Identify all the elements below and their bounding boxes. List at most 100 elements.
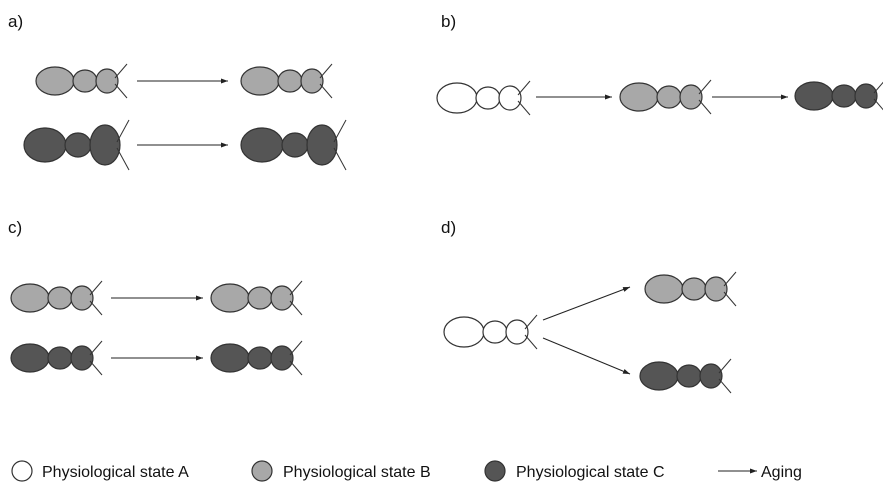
worm-segment xyxy=(505,319,529,345)
worm-antenna xyxy=(873,98,883,111)
worm-a-bot-right xyxy=(240,119,347,171)
worm-c-bot-left xyxy=(10,340,103,376)
worm-antenna xyxy=(517,100,531,116)
worm-segment xyxy=(270,285,294,311)
worm-antenna xyxy=(698,99,712,115)
worm-d-down xyxy=(639,358,732,394)
worm-c-top-right xyxy=(210,280,303,316)
worm-antenna xyxy=(289,280,303,296)
worm-antenna xyxy=(524,314,538,330)
worm-segment xyxy=(498,85,522,111)
worm-segment xyxy=(482,320,508,344)
worm-antenna xyxy=(116,147,130,171)
worm-b-first xyxy=(436,80,531,116)
worm-segment xyxy=(47,286,73,310)
legend-label-state-b: Physiological state B xyxy=(283,464,431,481)
arrow-group xyxy=(111,78,788,375)
worm-segment xyxy=(70,345,94,371)
panel-label-d: d) xyxy=(441,218,456,237)
worm-antenna xyxy=(319,83,333,99)
worm-segment xyxy=(47,346,73,370)
worm-d-up xyxy=(644,271,737,307)
worm-a-bot-left xyxy=(23,119,130,171)
worm-antenna xyxy=(89,340,103,356)
worm-c-bot-right xyxy=(210,340,303,376)
worm-segment xyxy=(679,84,703,110)
worm-body-segment xyxy=(210,283,250,313)
worm-antenna xyxy=(723,271,737,287)
worm-segment xyxy=(306,124,338,166)
worm-antenna xyxy=(289,340,303,356)
worm-antenna xyxy=(873,81,883,94)
worm-b-second xyxy=(619,79,712,115)
worm-segment xyxy=(89,124,121,166)
worm-antenna xyxy=(116,119,130,143)
worm-antenna xyxy=(524,334,538,350)
worm-segment xyxy=(681,277,707,301)
worm-segment xyxy=(72,69,98,93)
worm-body-segment xyxy=(35,66,75,96)
worm-segment xyxy=(270,345,294,371)
worm-antenna xyxy=(698,79,712,95)
worm-body-segment xyxy=(639,361,679,391)
legend-swatch-state-c xyxy=(484,460,506,482)
worm-body-segment xyxy=(619,82,659,112)
worm-antenna xyxy=(114,63,128,79)
worm-antenna xyxy=(89,360,103,376)
worm-segment xyxy=(70,285,94,311)
legend-swatch-state-b xyxy=(251,460,273,482)
panel-label-b: b) xyxy=(441,12,456,31)
worm-antenna xyxy=(517,80,531,96)
worm-antenna xyxy=(718,358,732,374)
worm-body-segment xyxy=(240,127,284,163)
worm-body-segment xyxy=(10,343,50,373)
arrow-d-down xyxy=(542,337,631,375)
legend-swatch-state-a xyxy=(11,460,33,482)
worm-body-segment xyxy=(443,316,485,348)
worm-segment xyxy=(704,276,728,302)
worm-antenna xyxy=(289,360,303,376)
worm-body-segment xyxy=(794,81,834,111)
worm-segment xyxy=(247,346,273,370)
worm-segment xyxy=(64,132,92,158)
worm-segment xyxy=(854,83,878,109)
panel-label-c: c) xyxy=(8,218,22,237)
worm-segment xyxy=(676,364,702,388)
worm-antenna xyxy=(289,300,303,316)
arrow-d-up xyxy=(542,286,631,321)
worm-antenna xyxy=(723,291,737,307)
worm-segment xyxy=(247,286,273,310)
worm-body-segment xyxy=(436,82,478,114)
worm-antenna xyxy=(114,83,128,99)
worm-a-top-left xyxy=(35,63,128,99)
worm-body-segment xyxy=(240,66,280,96)
worm-antenna xyxy=(89,280,103,296)
worm-antenna xyxy=(333,119,347,143)
panel-label-a: a) xyxy=(8,12,23,31)
legend-label-aging: Aging xyxy=(761,464,802,481)
worm-segment xyxy=(281,132,309,158)
worm-body-segment xyxy=(644,274,684,304)
worm-body-segment xyxy=(210,343,250,373)
worm-segment xyxy=(831,84,857,108)
worm-group xyxy=(10,63,883,394)
worm-antenna xyxy=(319,63,333,79)
worm-antenna xyxy=(89,300,103,316)
worm-a-top-right xyxy=(240,63,333,99)
worm-segment xyxy=(277,69,303,93)
worm-d-start xyxy=(443,314,538,350)
worm-antenna xyxy=(333,147,347,171)
legend-label-state-a: Physiological state A xyxy=(42,464,189,481)
worm-segment xyxy=(656,85,682,109)
worm-segment xyxy=(300,68,324,94)
worm-c-top-left xyxy=(10,280,103,316)
worm-body-segment xyxy=(10,283,50,313)
worm-antenna xyxy=(718,378,732,394)
legend: Physiological state A Physiological stat… xyxy=(11,460,802,482)
worm-segment xyxy=(699,363,723,389)
worm-b-third xyxy=(794,81,883,111)
legend-label-state-c: Physiological state C xyxy=(516,464,665,481)
worm-segment xyxy=(95,68,119,94)
worm-segment xyxy=(475,86,501,110)
